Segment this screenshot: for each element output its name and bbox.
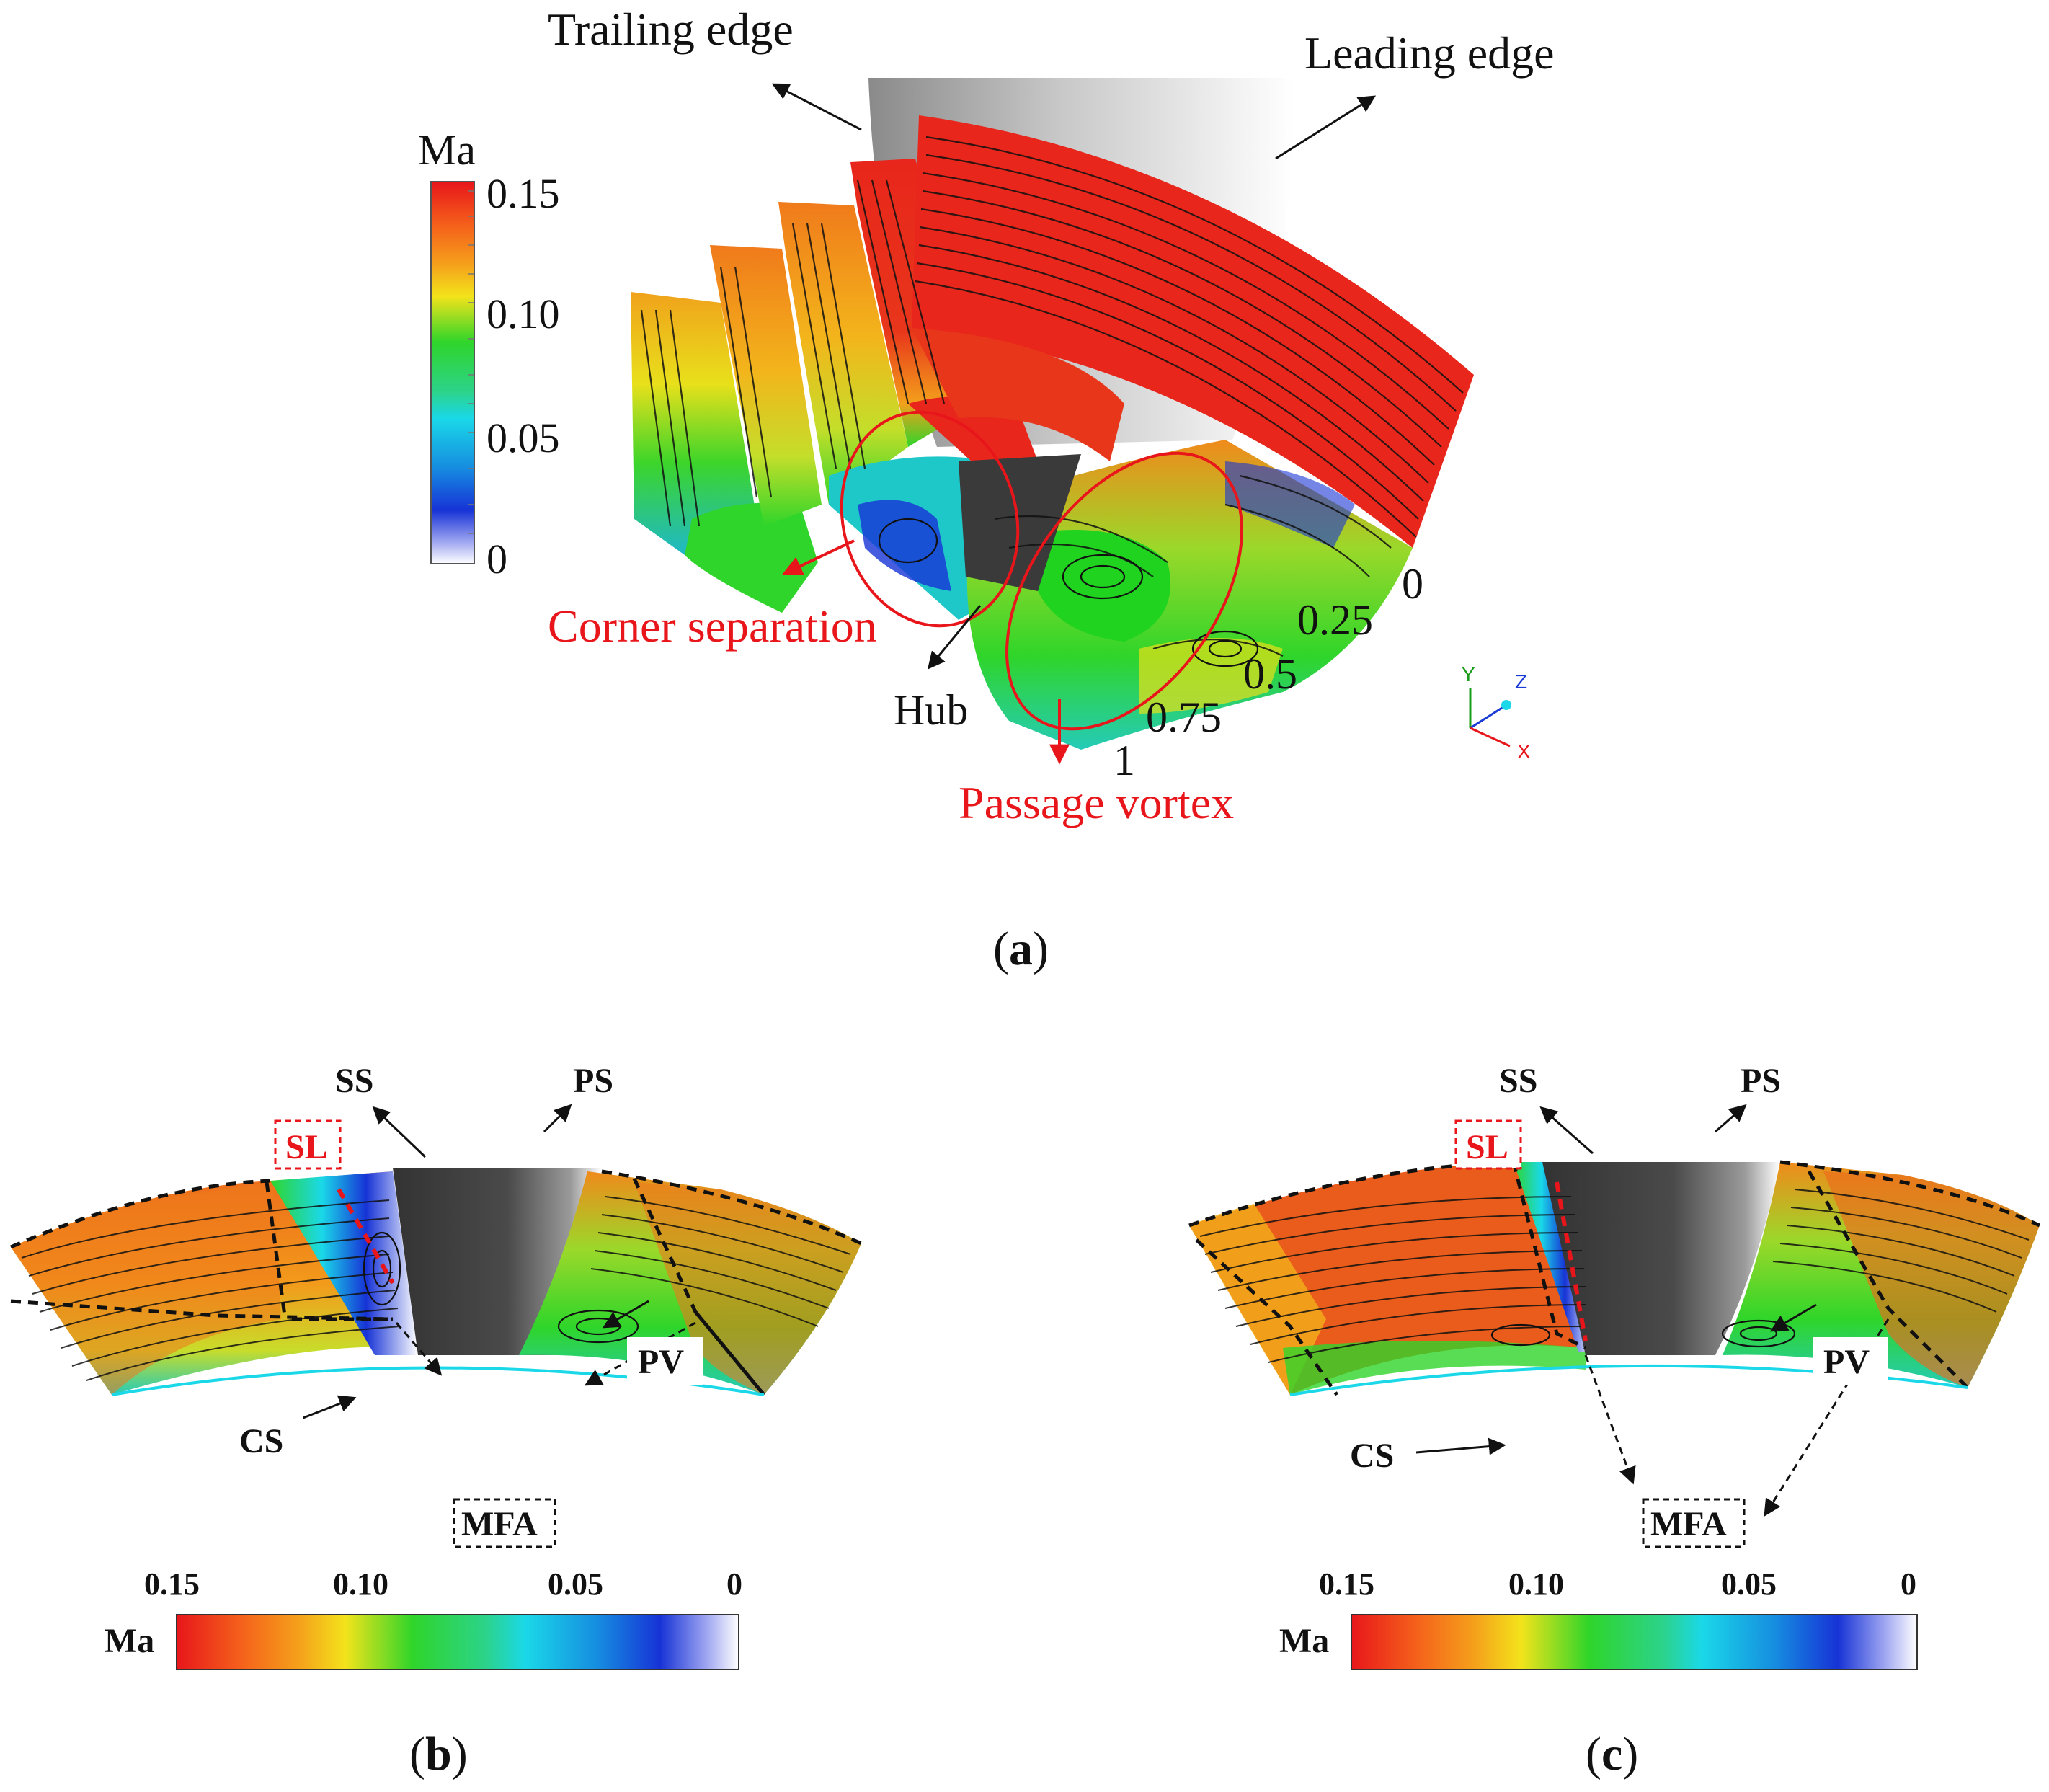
ps-arrow-c xyxy=(1715,1104,1747,1133)
panel-c: SS PS SL PV CS MFA 0.15 0.10 0.05 0 Ma (… xyxy=(1188,1062,2041,1780)
red-dash-c xyxy=(1555,1181,1588,1341)
span-label-0.25: 0.25 xyxy=(1297,596,1373,644)
red-dash-b xyxy=(337,1188,395,1285)
ps-label-c: PS xyxy=(1741,1062,1781,1100)
hub-label: Hub xyxy=(894,686,968,734)
colorbar-a-tick-0: 0 xyxy=(486,536,507,582)
colorbar-b-tick-0.10: 0.10 xyxy=(333,1566,388,1602)
streamlines-a xyxy=(640,136,1464,657)
ss-label-c: SS xyxy=(1499,1062,1537,1100)
colorbar-a-bar xyxy=(430,181,475,564)
colorbar-a-tick-0.05: 0.05 xyxy=(486,414,560,461)
colorbar-a-title: Ma xyxy=(418,126,476,174)
colorbar-c: 0.15 0.10 0.05 0 Ma xyxy=(1279,1566,1918,1670)
cs-arrow-c xyxy=(1415,1437,1506,1455)
colorbar-b-tick-0.15: 0.15 xyxy=(144,1566,200,1602)
panel-a: Trailing edge Leading edge Corner separa… xyxy=(418,4,1555,975)
cs-label-c: CS xyxy=(1350,1437,1394,1475)
hub-gap xyxy=(959,454,1081,591)
mfa-label-b: MFA xyxy=(461,1505,538,1543)
colorbar-c-bar xyxy=(1351,1614,1918,1670)
streamlines-b xyxy=(21,1196,851,1381)
colorbar-a-tick-0.10: 0.10 xyxy=(486,290,560,337)
slice-span-0 xyxy=(912,115,1474,548)
blade-c xyxy=(1542,1162,1780,1355)
passage-vortex-label: Passage vortex xyxy=(959,777,1234,828)
vortex-c xyxy=(1490,1319,1796,1348)
trailing-edge-label: Trailing edge xyxy=(548,4,794,55)
colorbar-b-tick-0.05: 0.05 xyxy=(548,1566,603,1602)
colorbar-c-tick-0.10: 0.10 xyxy=(1508,1566,1564,1602)
ps-label-b: PS xyxy=(573,1062,613,1100)
axis-x-label: X xyxy=(1517,740,1531,763)
span-label-0.5: 0.5 xyxy=(1243,650,1297,698)
caption-a: (a) xyxy=(993,923,1049,975)
trailing-edge-arrow xyxy=(771,83,862,131)
dashed-boundaries-c xyxy=(1188,1160,2041,1396)
colorbar-c-tick-0.15: 0.15 xyxy=(1319,1566,1374,1602)
passage-region-a xyxy=(966,440,1413,750)
ss-arrow-b xyxy=(372,1106,427,1158)
ss-arrow-c xyxy=(1539,1106,1594,1155)
mfa-label-c: MFA xyxy=(1650,1505,1727,1543)
colorbar-b-title: Ma xyxy=(105,1622,154,1660)
span-label-1: 1 xyxy=(1114,737,1135,784)
colorbar-c-tick-0: 0 xyxy=(1901,1566,1916,1602)
mfa-arrow-b-left xyxy=(395,1322,443,1376)
span-label-0.75: 0.75 xyxy=(1146,693,1222,741)
corner-separation-arrow xyxy=(781,539,855,576)
slice-span-0.75 xyxy=(710,245,822,526)
pv-arrow-b xyxy=(602,1300,649,1329)
pv-label-c: PV xyxy=(1823,1343,1870,1381)
colorbar-c-title: Ma xyxy=(1279,1622,1329,1660)
colorbar-a-ticks xyxy=(468,190,474,534)
corner-separation-outline xyxy=(840,410,1020,628)
pv-label-b: PV xyxy=(638,1343,684,1381)
mfa-arrow-c-left xyxy=(1584,1354,1636,1485)
ss-label-b: SS xyxy=(335,1062,373,1100)
leading-edge-label: Leading edge xyxy=(1304,27,1555,79)
axis-z-label: Z xyxy=(1515,670,1527,693)
span-label-0: 0 xyxy=(1402,560,1423,608)
ps-arrow-b xyxy=(543,1104,572,1133)
passage-vortex-outline xyxy=(1005,451,1243,731)
colorbar-a-tick-0.15: 0.15 xyxy=(486,170,560,217)
vortex-spirals-a xyxy=(878,518,1259,667)
colorbar-c-tick-0.05: 0.05 xyxy=(1721,1566,1777,1602)
leading-edge-arrow xyxy=(1275,95,1377,160)
hub-arrow xyxy=(927,605,982,670)
colorbar-a: Ma 0.15 0.10 0.05 0 xyxy=(418,126,560,582)
corner-separation-label: Corner separation xyxy=(548,600,877,652)
cs-label-b: CS xyxy=(239,1422,283,1460)
colorbar-b-tick-0: 0 xyxy=(726,1566,742,1602)
pv-arrow-c xyxy=(1769,1303,1817,1332)
axis-y-label: Y xyxy=(1462,663,1475,686)
colorbar-b-bar xyxy=(176,1614,739,1670)
colorbar-b: 0.15 0.10 0.05 0 Ma xyxy=(105,1566,742,1670)
caption-c: (c) xyxy=(1586,1728,1638,1780)
sl-label-b: SL xyxy=(285,1128,328,1166)
dashed-boundaries-b xyxy=(10,1169,863,1396)
axes-triad: Y Z X xyxy=(1462,663,1531,763)
panel-b: SS PS SL PV CS MFA 0.15 0.10 0.05 0 Ma (… xyxy=(10,1062,863,1780)
caption-b: (b) xyxy=(409,1728,468,1780)
sl-label-c: SL xyxy=(1466,1128,1508,1166)
